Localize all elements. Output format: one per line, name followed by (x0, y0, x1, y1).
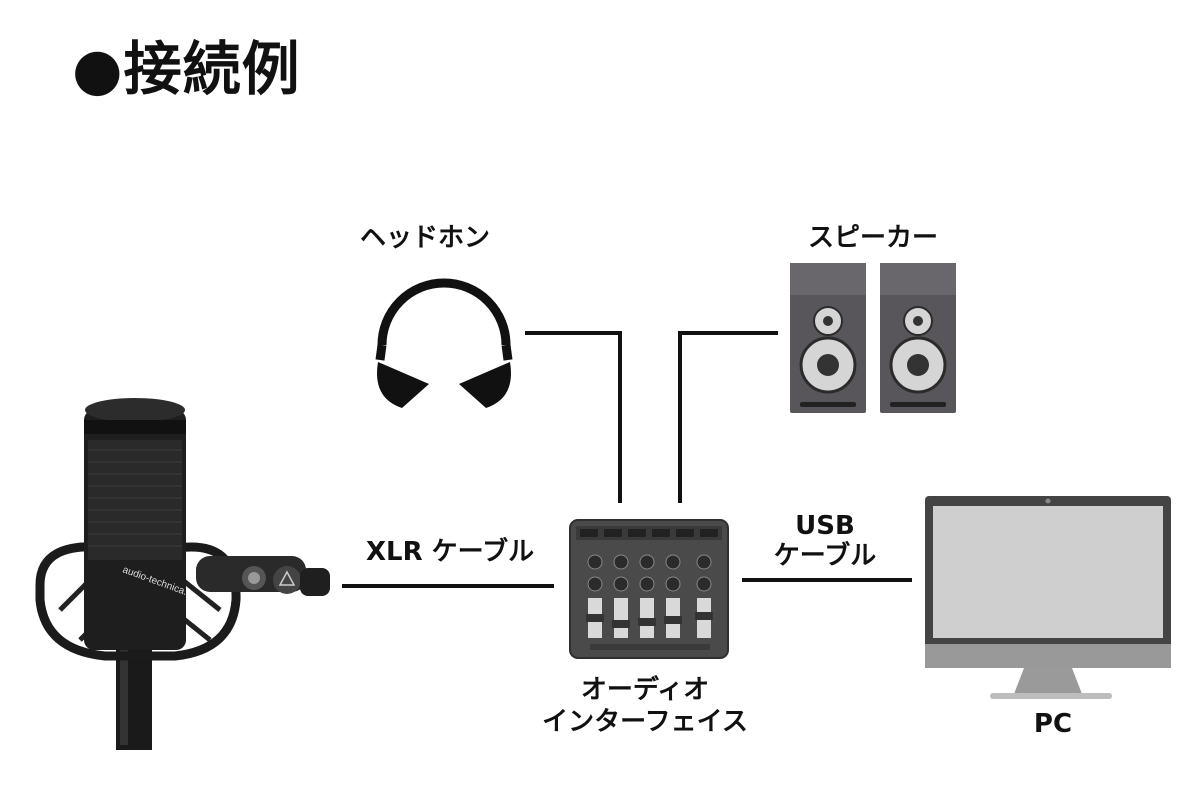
audio-interface-image (569, 519, 729, 659)
microphone-image: audio-technica. (35, 398, 330, 750)
headphones-icon (375, 278, 513, 408)
pc-label: PC (1033, 709, 1073, 739)
headphone-cable-line (525, 331, 622, 503)
connection-lines (342, 331, 912, 588)
speaker-right-icon (880, 263, 956, 413)
usb-cable-label-line2: ケーブル (773, 541, 877, 571)
pc-monitor-icon (925, 496, 1171, 699)
speakers-label: スピーカー (808, 223, 939, 253)
speaker-cable-line (678, 331, 778, 503)
xlr-cable-label: XLR ケーブル (366, 537, 535, 567)
headphones-label: ヘッドホン (360, 223, 491, 253)
usb-cable-label-line1: USB (795, 511, 855, 541)
audio-interface-label-line2: インターフェイス (542, 707, 748, 737)
page-title: ●接続例 (72, 35, 301, 103)
speaker-left-icon (790, 263, 866, 413)
audio-interface-label-line1: オーディオ (580, 675, 710, 705)
